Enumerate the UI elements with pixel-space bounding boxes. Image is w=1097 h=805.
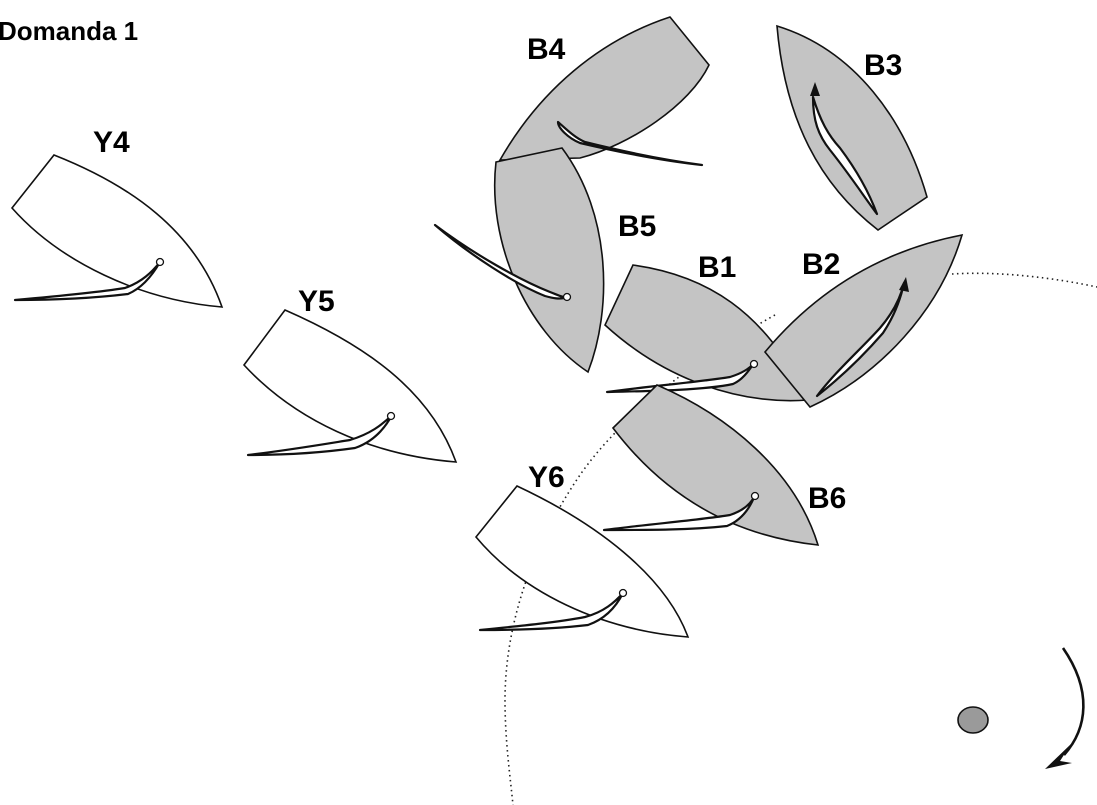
label-b4: B4 xyxy=(527,33,566,66)
question-title: Domanda 1 xyxy=(0,16,138,46)
label-y6: Y6 xyxy=(528,461,565,494)
label-b3: B3 xyxy=(864,49,902,82)
boat-y6 xyxy=(474,485,690,638)
boat-y4 xyxy=(10,154,224,308)
zone-circle-arc xyxy=(504,314,776,805)
boat-b3 xyxy=(776,24,928,231)
boat-b1 xyxy=(604,264,810,402)
boat-y5 xyxy=(242,309,458,463)
boat-b2 xyxy=(763,233,964,408)
label-b2: B2 xyxy=(802,248,840,281)
rounding-direction-arrow xyxy=(1061,647,1085,756)
label-y5: Y5 xyxy=(298,285,335,318)
boat-b6 xyxy=(602,384,820,546)
label-y4: Y4 xyxy=(93,126,130,159)
zone-circle xyxy=(951,272,1097,288)
label-b5: B5 xyxy=(618,210,656,243)
arrow-head-icon xyxy=(1045,744,1072,769)
label-b6: B6 xyxy=(808,482,846,515)
boat-b5 xyxy=(433,147,605,374)
label-b1: B1 xyxy=(698,251,736,284)
mark-buoy-icon xyxy=(957,706,989,734)
boat-b4 xyxy=(498,16,710,167)
